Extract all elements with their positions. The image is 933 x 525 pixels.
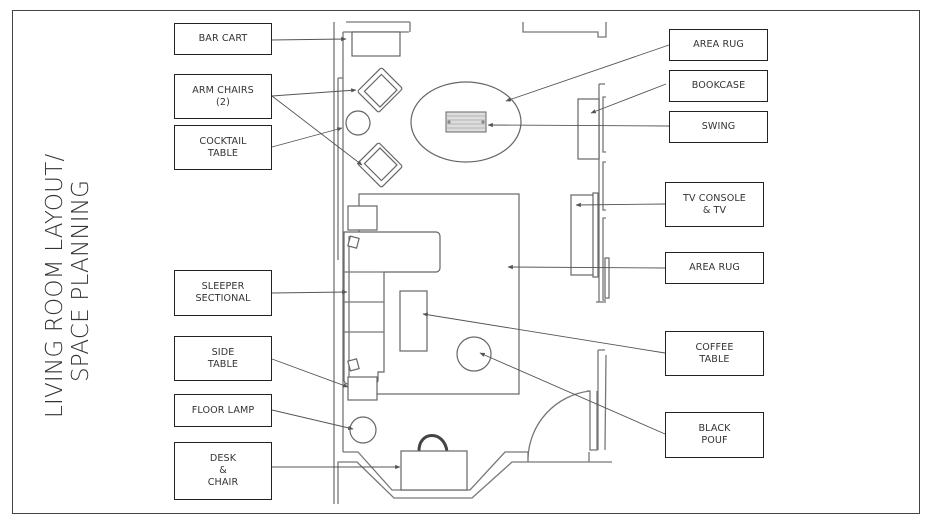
label-swing: SWING bbox=[669, 111, 768, 143]
label-black-pouf: BLACK POUF bbox=[665, 412, 764, 458]
diagram-title: LIVING ROOM LAYOUT/ SPACE PLANNING bbox=[20, 120, 94, 420]
label-coffee-table: COFFEE TABLE bbox=[665, 331, 764, 376]
label-desk-chair: DESK & CHAIR bbox=[174, 442, 272, 500]
title-line-2: SPACE PLANNING bbox=[68, 180, 90, 382]
bar-cart bbox=[351, 31, 401, 57]
label-arm-chairs: ARM CHAIRS (2) bbox=[174, 74, 272, 119]
floor-lamp bbox=[349, 416, 377, 444]
label-tv-console: TV CONSOLE & TV bbox=[665, 182, 764, 227]
tv-console bbox=[570, 192, 610, 299]
coffee-table bbox=[399, 290, 428, 352]
black-pouf bbox=[456, 336, 492, 372]
label-area-rug-top: AREA RUG bbox=[669, 29, 768, 61]
swing bbox=[445, 111, 487, 133]
side-table bbox=[347, 376, 378, 401]
diagram-frame bbox=[12, 10, 920, 514]
label-cocktail-table: COCKTAIL TABLE bbox=[174, 125, 272, 170]
label-area-rug-main: AREA RUG bbox=[665, 252, 764, 284]
cocktail-table bbox=[345, 110, 371, 136]
label-bookcase: BOOKCASE bbox=[669, 70, 768, 102]
label-sleeper-sectional: SLEEPER SECTIONAL bbox=[174, 270, 272, 316]
area-rug-main bbox=[358, 193, 520, 395]
bookcase bbox=[577, 98, 600, 160]
label-side-table: SIDE TABLE bbox=[174, 336, 272, 381]
leader-lines bbox=[266, 36, 670, 470]
label-floor-lamp: FLOOR LAMP bbox=[174, 394, 272, 427]
desk-and-chair bbox=[400, 434, 468, 491]
arm-chair-top bbox=[357, 67, 403, 113]
arm-chair-bottom bbox=[357, 142, 403, 188]
sleeper-sectional bbox=[343, 205, 441, 385]
title-line-1: LIVING ROOM LAYOUT/ bbox=[42, 154, 68, 418]
label-bar-cart: BAR CART bbox=[174, 23, 272, 55]
